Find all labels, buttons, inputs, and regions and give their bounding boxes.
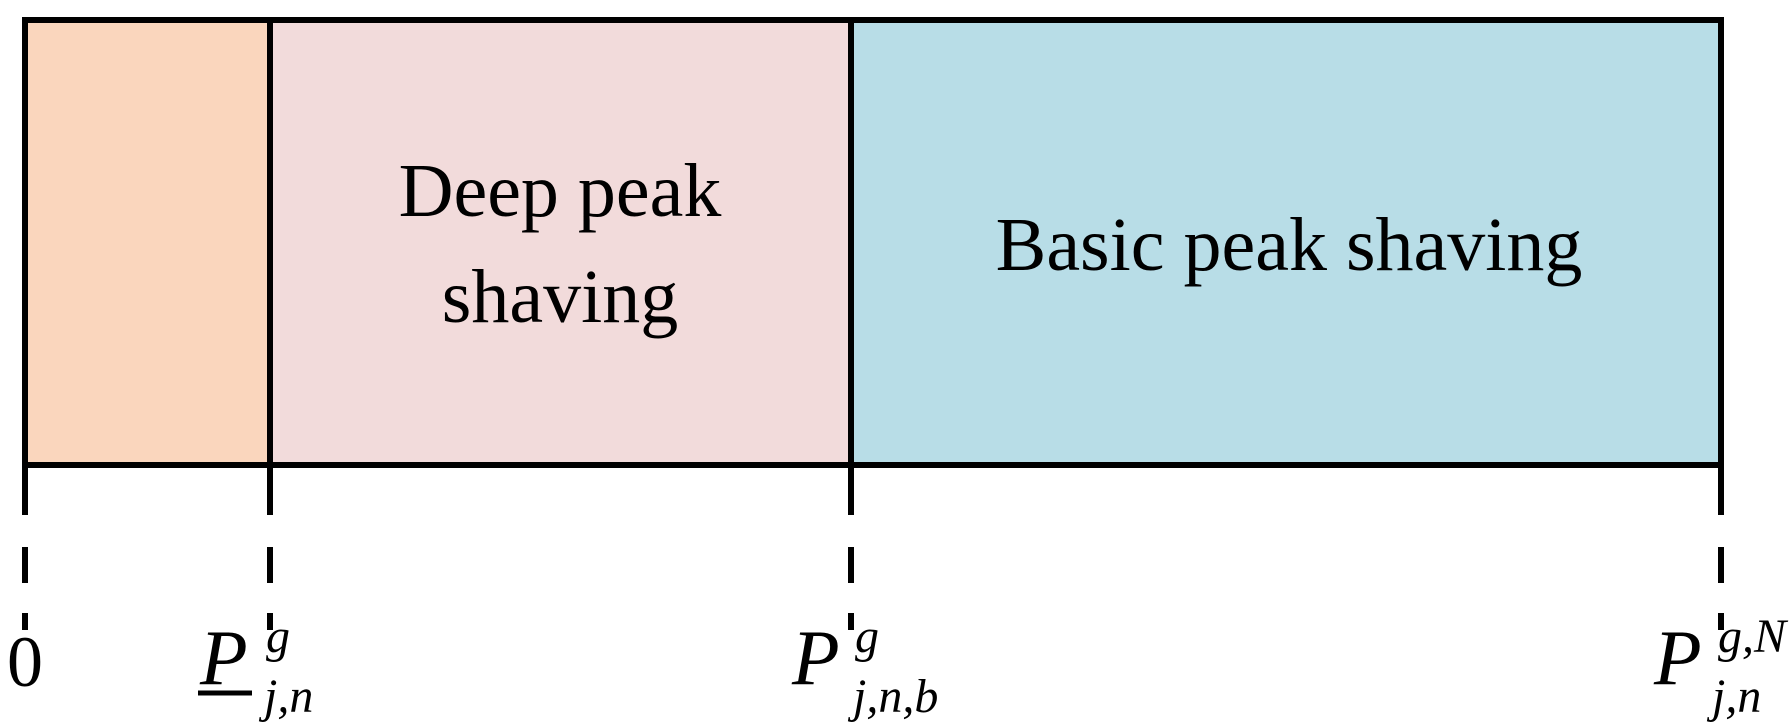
marker-p-min: P g j,n xyxy=(198,610,313,723)
p-max-base: P xyxy=(1653,614,1702,701)
deep-peak-label-line1: Deep peak xyxy=(399,149,722,233)
p-b-base: P xyxy=(791,614,840,701)
marker-p-max: P g,N j,n xyxy=(1653,610,1789,723)
outer-border xyxy=(22,17,1724,468)
region-deep-peak xyxy=(270,20,851,465)
basic-peak-label: Basic peak shaving xyxy=(996,203,1583,287)
p-b-sup: g xyxy=(855,610,879,663)
marker-p-b: P g j,n,b xyxy=(791,610,938,723)
region-basic-peak xyxy=(851,20,1721,465)
region-orange xyxy=(25,20,270,465)
p-max-sub: j,n xyxy=(1706,670,1761,723)
p-min-base: P xyxy=(199,614,248,701)
p-min-sup: g xyxy=(266,610,290,663)
p-min-sub: j,n xyxy=(258,670,313,723)
marker-zero: 0 xyxy=(7,622,43,702)
p-b-sub: j,n,b xyxy=(847,670,938,723)
deep-peak-label-line2: shaving xyxy=(442,255,678,339)
tick-marks xyxy=(22,465,1724,630)
p-max-sup: g,N xyxy=(1718,610,1789,663)
